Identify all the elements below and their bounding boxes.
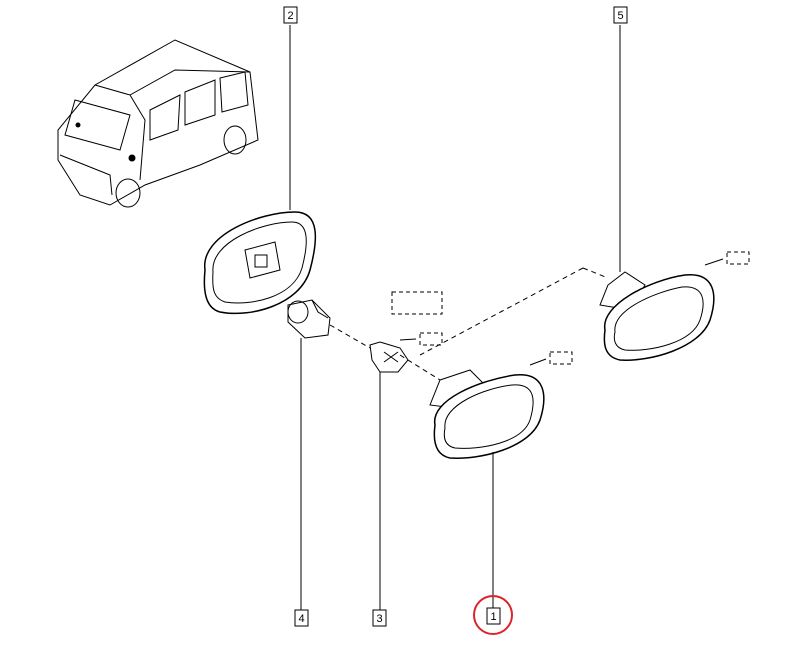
bulb-part-3 <box>369 341 409 373</box>
leader-lines <box>289 25 621 610</box>
side-indicator-part-5 <box>599 271 715 361</box>
svg-text:1: 1 <box>490 611 496 623</box>
callout-4[interactable]: 4 <box>294 609 309 627</box>
svg-text:3: 3 <box>376 613 382 625</box>
callout-5[interactable]: 5 <box>613 6 628 24</box>
bulb-holder-part-4 <box>287 299 331 339</box>
svg-text:4: 4 <box>298 613 304 625</box>
side-indicator-part-1 <box>429 369 545 459</box>
svg-text:5: 5 <box>617 10 623 22</box>
callout-2[interactable]: 2 <box>283 6 298 24</box>
highlight-circle <box>473 595 513 635</box>
svg-text:2: 2 <box>287 10 293 22</box>
pointer-arrows <box>399 258 724 366</box>
reference-boxes <box>391 251 750 365</box>
gasket-part-2 <box>203 211 317 315</box>
callout-1[interactable]: 1 <box>473 595 513 635</box>
assembly-lines <box>329 267 609 381</box>
van-illustration <box>57 39 259 208</box>
callout-3[interactable]: 3 <box>372 609 387 627</box>
